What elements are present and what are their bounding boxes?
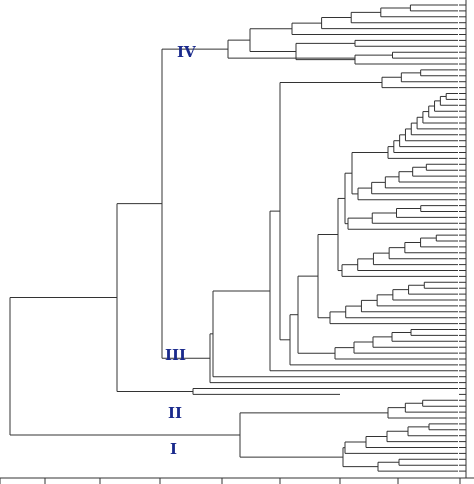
dendrogram-links <box>9 4 458 472</box>
cluster-label-i: I <box>170 440 177 458</box>
cluster-label-iv: IV <box>177 43 196 61</box>
cluster-label-ii: II <box>168 404 182 422</box>
cluster-label-iii: III <box>165 346 186 364</box>
